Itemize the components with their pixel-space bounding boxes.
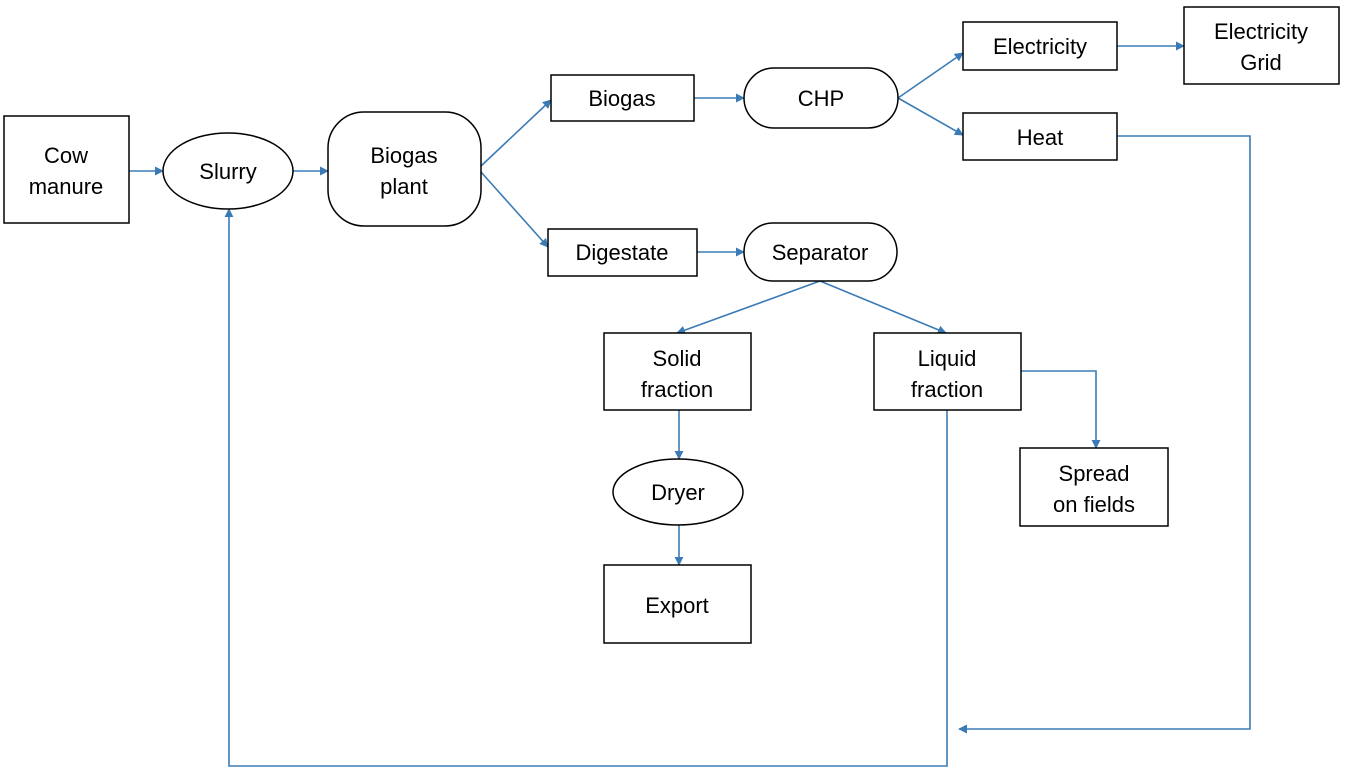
arrow-liquid-fraction-to-spread-on-fields xyxy=(1021,370,1101,449)
node-spread-on-fields: Spread on fields xyxy=(1019,447,1169,527)
arrow-chp-to-heat xyxy=(897,97,964,136)
node-dryer: Dryer xyxy=(612,458,744,526)
node-heat-label: Heat xyxy=(1017,125,1063,150)
arrow-biogas-plant-to-biogas xyxy=(480,99,552,167)
node-chp-label: CHP xyxy=(798,86,844,111)
node-liquid-fraction-label-2: fraction xyxy=(911,377,983,402)
node-biogas-plant-label-2: plant xyxy=(380,174,428,199)
node-electricity-grid-label-1: Electricity xyxy=(1214,19,1308,44)
node-separator: Separator xyxy=(743,222,898,282)
node-cow-manure: Cow manure xyxy=(3,115,130,224)
node-solid-fraction-label-1: Solid xyxy=(653,346,702,371)
node-liquid-fraction: Liquid fraction xyxy=(873,332,1022,411)
node-cow-manure-label-2: manure xyxy=(29,174,104,199)
node-solid-fraction: Solid fraction xyxy=(603,332,752,411)
node-spread-on-fields-label-1: Spread xyxy=(1059,461,1130,486)
node-digestate: Digestate xyxy=(547,228,698,277)
arrow-chp-to-electricity xyxy=(897,52,964,99)
node-electricity-grid-label-2: Grid xyxy=(1240,50,1282,75)
node-biogas-plant: Biogas plant xyxy=(327,111,482,227)
node-digestate-label: Digestate xyxy=(576,240,669,265)
node-biogas-label: Biogas xyxy=(588,86,655,111)
connectors xyxy=(129,41,1251,767)
node-slurry-label: Slurry xyxy=(199,159,256,184)
node-electricity: Electricity xyxy=(962,21,1118,71)
node-export: Export xyxy=(603,564,752,644)
node-chp: CHP xyxy=(743,67,899,129)
node-slurry: Slurry xyxy=(162,132,294,210)
node-solid-fraction-label-2: fraction xyxy=(641,377,713,402)
node-spread-on-fields-label-2: on fields xyxy=(1053,492,1135,517)
node-biogas: Biogas xyxy=(550,74,695,122)
node-heat: Heat xyxy=(962,112,1118,161)
arrow-heat-to-biogas-plant xyxy=(958,135,1251,734)
node-electricity-label: Electricity xyxy=(993,34,1087,59)
node-cow-manure-label-1: Cow xyxy=(44,143,88,168)
node-electricity-grid: Electricity Grid xyxy=(1183,6,1340,85)
arrow-biogas-plant-to-digestate xyxy=(480,171,549,248)
arrow-liquid-fraction-to-slurry xyxy=(224,208,948,767)
node-liquid-fraction-label-1: Liquid xyxy=(918,346,977,371)
node-export-label: Export xyxy=(645,593,709,618)
node-dryer-label: Dryer xyxy=(651,480,705,505)
arrow-separator-to-solid-fraction xyxy=(676,280,821,335)
node-biogas-plant-label-1: Biogas xyxy=(370,143,437,168)
arrow-separator-to-liquid-fraction xyxy=(819,280,947,335)
node-separator-label: Separator xyxy=(772,240,869,265)
